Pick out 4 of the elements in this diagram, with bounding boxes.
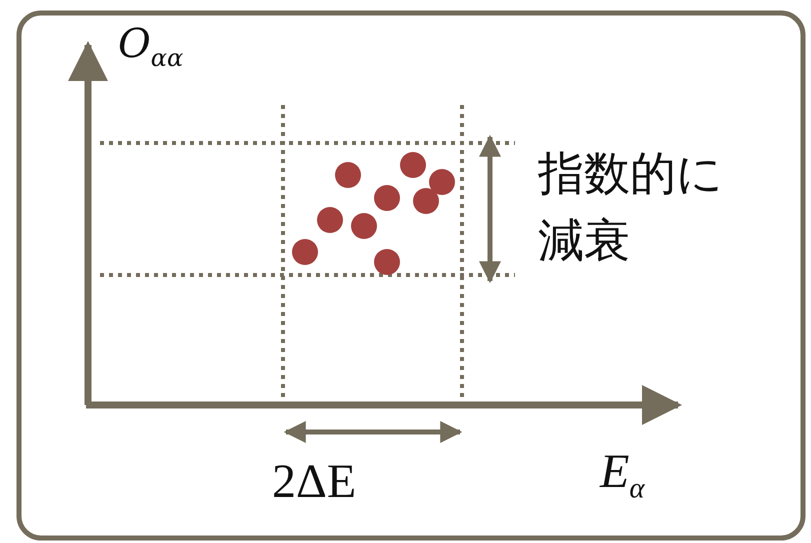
axis-label: E$_{α}$ (600, 446, 644, 506)
axis-label: O$_{αα}$ (118, 22, 184, 72)
dimension-label: 2ΔE (272, 456, 356, 509)
annotation-text: 指数的に減衰 (538, 145, 724, 269)
